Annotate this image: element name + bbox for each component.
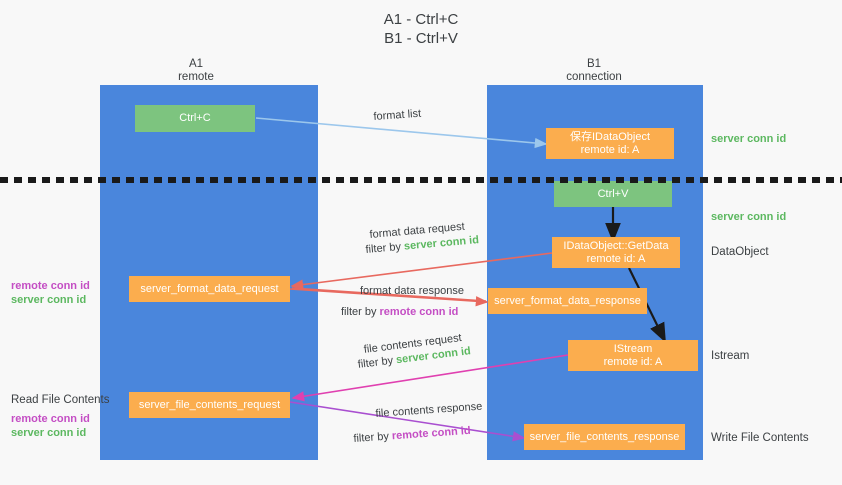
filter-by-text: filter by — [357, 354, 397, 371]
node-istream[interactable]: IStream remote id: A — [568, 340, 698, 371]
filter-by-text: filter by — [341, 306, 380, 318]
remote-conn-id-token: remote conn id — [391, 424, 471, 443]
node-server-file-contents-response[interactable]: server_file_contents_response — [524, 424, 685, 450]
node-ctrl-c[interactable]: Ctrl+C — [135, 105, 255, 132]
node-server-format-data-response[interactable]: server_format_data_response — [488, 288, 647, 314]
dashed-divider — [0, 170, 842, 183]
label-read-file-contents: Read File Contents — [11, 394, 110, 406]
label-server-conn-id-format: server conn id — [11, 294, 87, 306]
column-header-a1: A1 remote — [178, 58, 214, 83]
edge-note-file-contents-response-line2: filter by remote conn id — [353, 424, 471, 447]
edge-note-format-data-response-line2: filter by remote conn id — [341, 305, 458, 320]
label-remote-conn-id-file: remote conn id — [11, 413, 90, 425]
node-save-idataobject[interactable]: 保存IDataObject remote id: A — [546, 128, 674, 159]
edge-note-format-data-response-line1: format data response — [360, 285, 464, 297]
label-server-conn-id-top: server conn id — [711, 133, 787, 145]
node-ctrl-v[interactable]: Ctrl+V — [554, 181, 672, 207]
label-dataobject: DataObject — [711, 246, 769, 258]
node-server-format-data-request[interactable]: server_format_data_request — [129, 276, 290, 302]
page-title: A1 - Ctrl+C B1 - Ctrl+V — [383, 11, 459, 47]
remote-conn-id-token: remote conn id — [379, 306, 459, 318]
column-header-b1: B1 connection — [566, 58, 622, 83]
label-istream: Istream — [711, 350, 750, 362]
filter-by-text: filter by — [353, 430, 393, 445]
edge-note-file-contents-response-line1: file contents response — [375, 400, 483, 420]
label-server-conn-id-file: server conn id — [11, 427, 87, 439]
label-write-file-contents: Write File Contents — [711, 432, 809, 444]
edge-note-format-list: format list — [373, 107, 422, 123]
node-server-file-contents-request[interactable]: server_file_contents_request — [129, 392, 290, 418]
node-getdata[interactable]: IDataObject::GetData remote id: A — [552, 237, 680, 268]
label-server-conn-id-mid: server conn id — [711, 211, 787, 223]
label-remote-conn-id-format: remote conn id — [11, 280, 90, 292]
filter-by-text: filter by — [365, 240, 405, 256]
